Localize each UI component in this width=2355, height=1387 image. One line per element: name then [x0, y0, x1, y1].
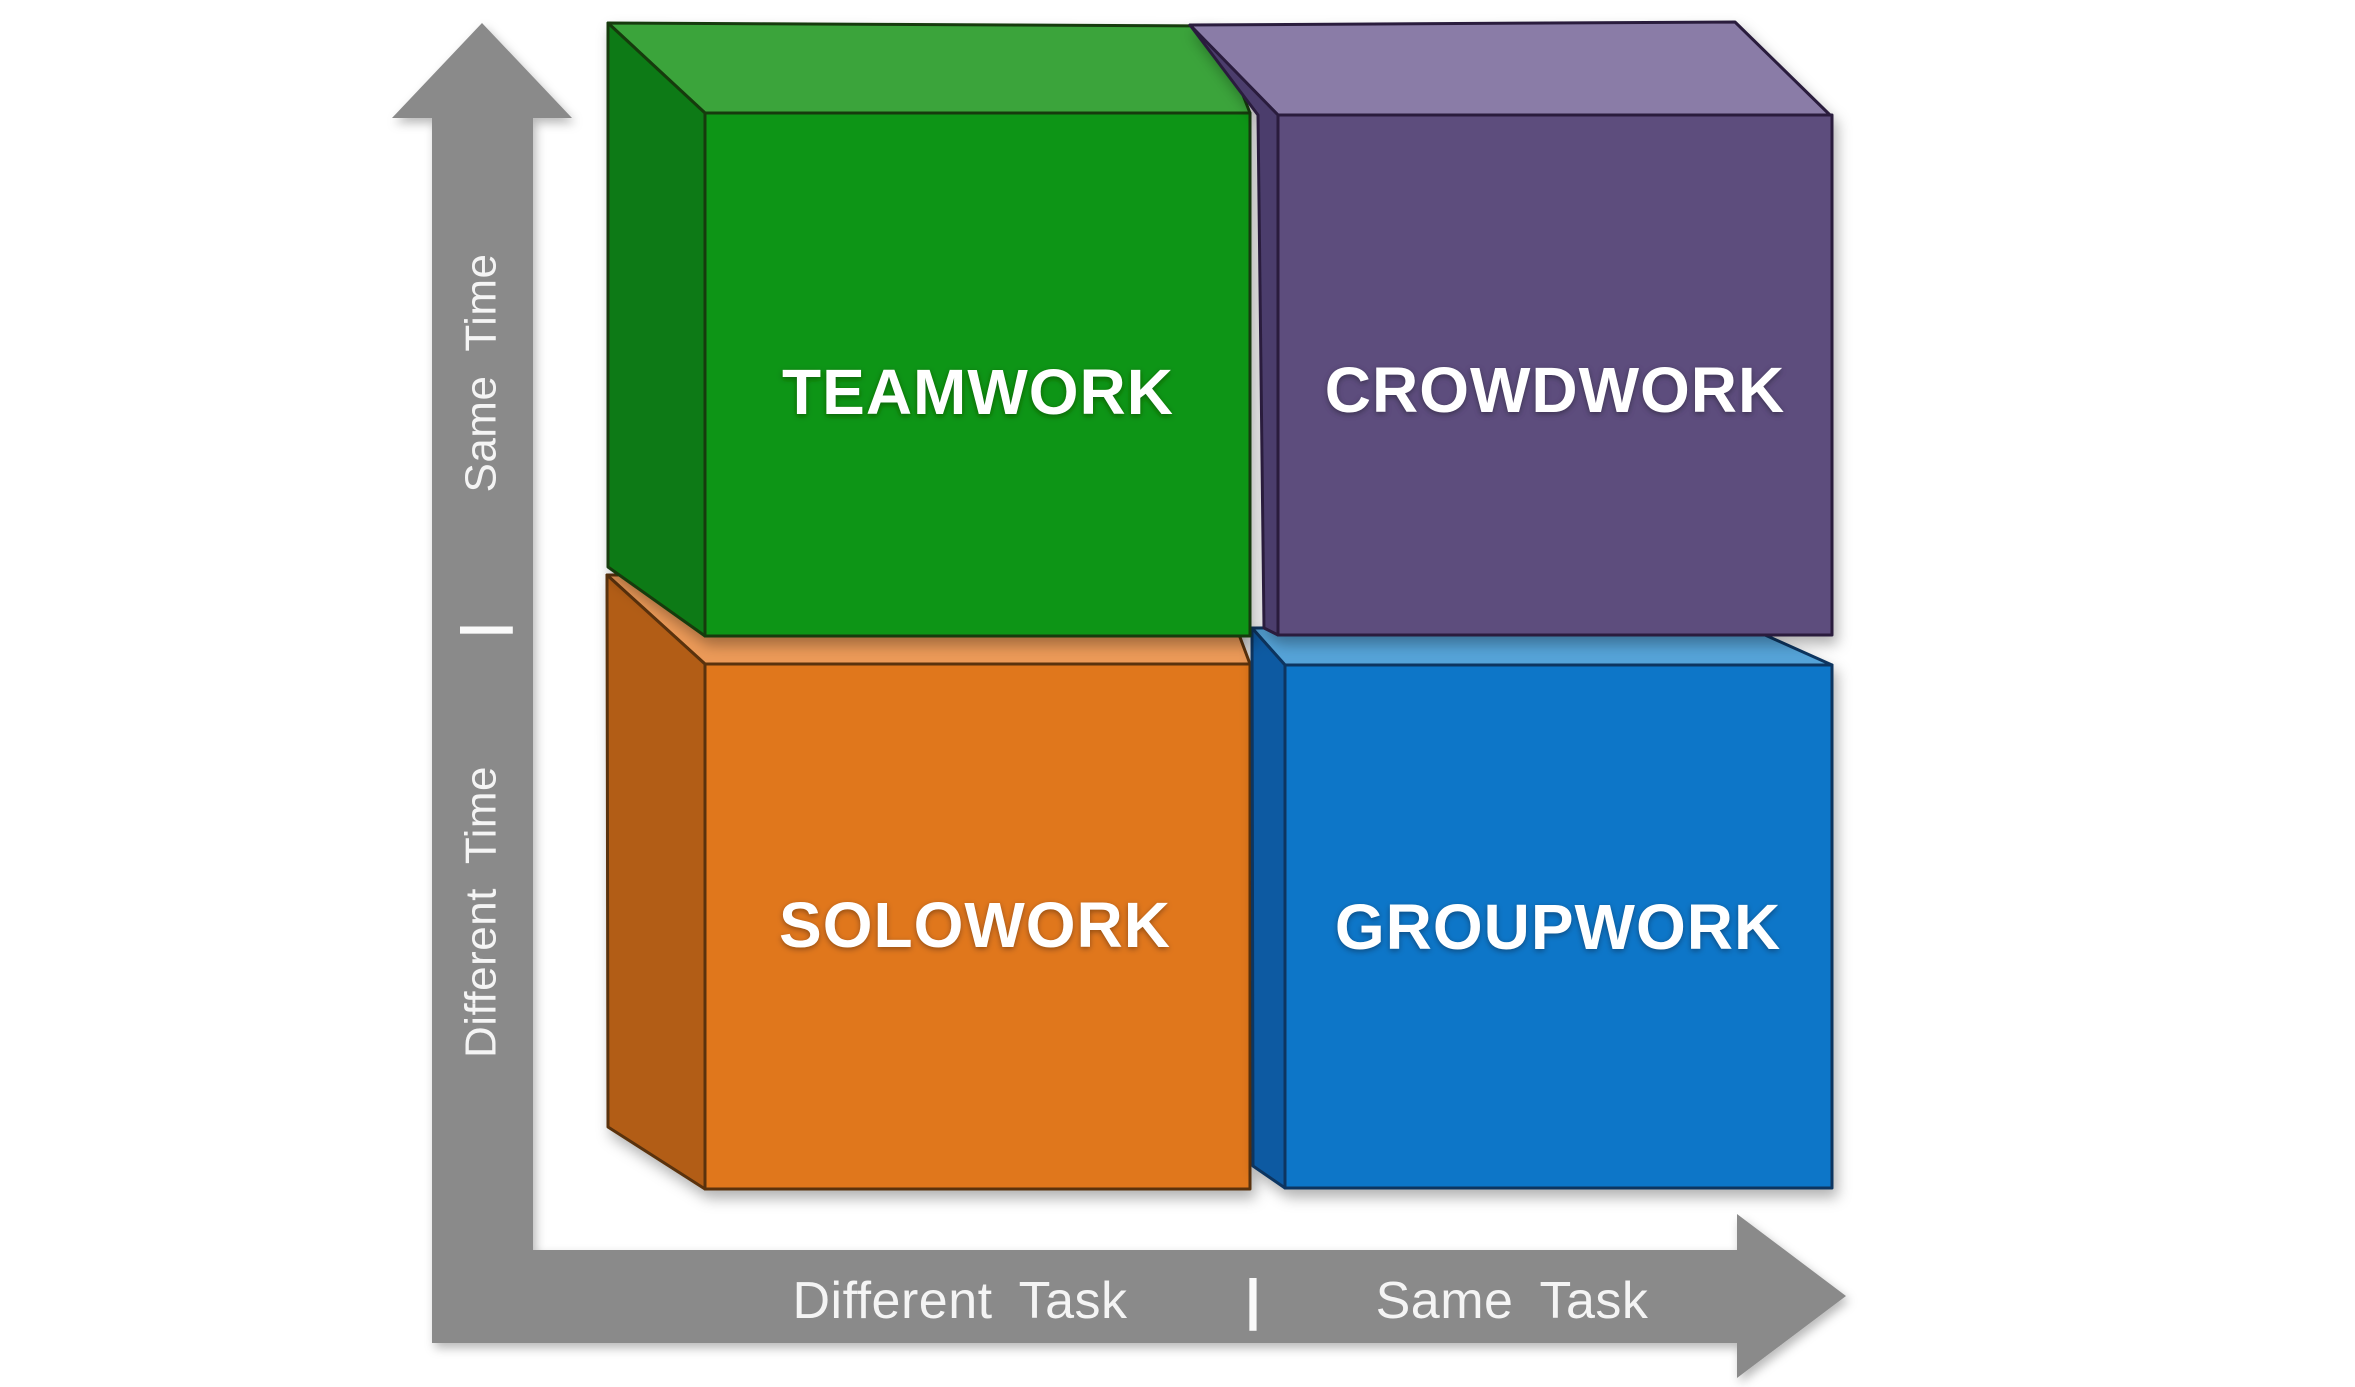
- cube-crowdwork-label: CROWDWORK: [1325, 354, 1785, 426]
- y-axis-top-label: Same Time: [457, 253, 506, 492]
- x-axis-left-label: Different Task: [792, 1272, 1128, 1330]
- y-axis-bottom-label: Different Time: [457, 766, 506, 1058]
- x-axis-right-label: Same Task: [1376, 1272, 1649, 1330]
- y-axis-divider: |: [450, 622, 514, 638]
- x-axis-divider: |: [1245, 1268, 1261, 1332]
- cube-teamwork: TEAMWORK: [606, 21, 1252, 638]
- cube-solowork-front-face: [703, 662, 1252, 1191]
- cube-teamwork-label: TEAMWORK: [782, 356, 1174, 428]
- cube-teamwork-front-face: [703, 111, 1252, 638]
- cube-teamwork-side-face: [606, 21, 707, 638]
- cube-teamwork-top-face: [606, 21, 1252, 115]
- cube-groupwork-label: GROUPWORK: [1335, 891, 1781, 963]
- x-axis-labels: Different Task | Same Task: [792, 1268, 1648, 1332]
- cube-crowdwork-top-face: [1188, 20, 1832, 117]
- cube-solowork-label: SOLOWORK: [779, 889, 1171, 961]
- cube-crowdwork-front-face: [1276, 113, 1834, 637]
- cube-solowork: SOLOWORK: [605, 571, 1252, 1191]
- cube-crowdwork: CROWDWORK: [1188, 20, 1834, 637]
- cube-groupwork: GROUPWORK: [1250, 624, 1834, 1190]
- cube-solowork-side-face: [605, 573, 707, 1191]
- cube-groupwork-side-face: [1250, 626, 1287, 1190]
- y-axis-labels: Same Time | Different Time: [450, 253, 514, 1058]
- cube-crowdwork-side-face: [1188, 23, 1280, 637]
- cube-groupwork-front-face: [1283, 663, 1834, 1190]
